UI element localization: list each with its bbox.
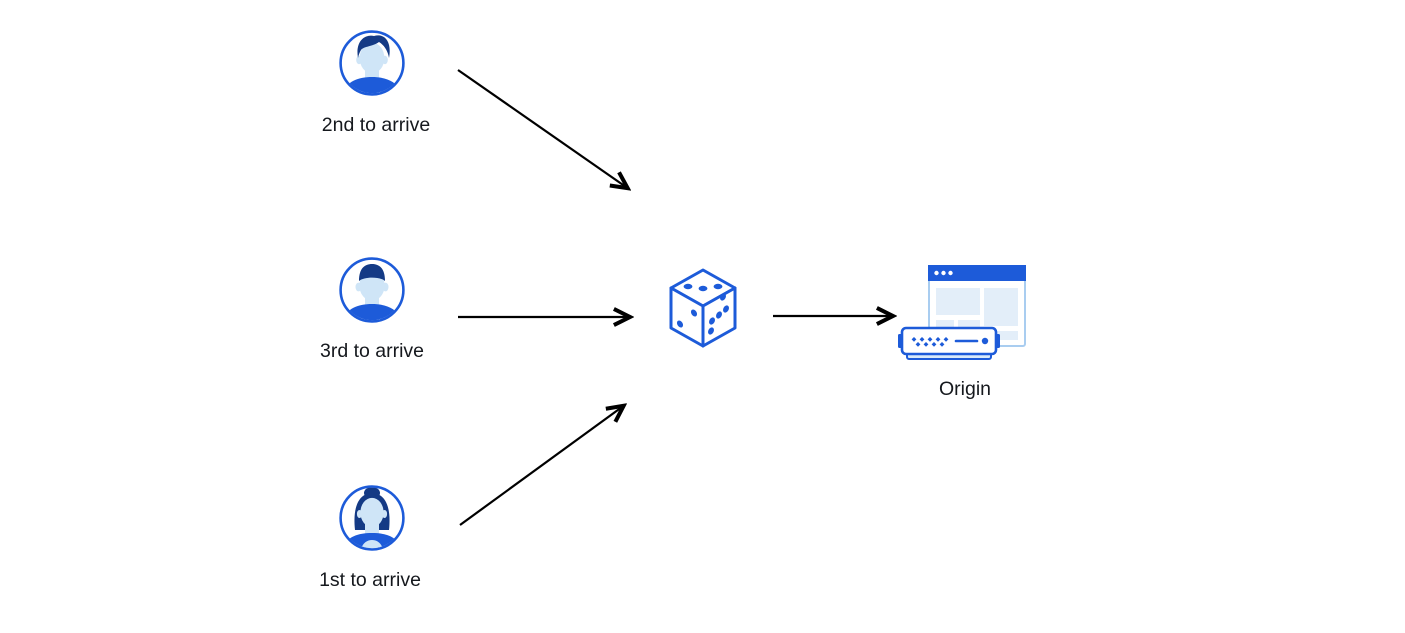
arrow-client2-to-dice (457, 69, 626, 187)
woman-avatar-icon (339, 485, 405, 551)
client-node-first (338, 484, 406, 552)
client-node-second (338, 29, 406, 97)
arrow-client1-to-dice (459, 407, 622, 526)
client-third-label: 3rd to arrive (319, 340, 425, 362)
server-icon (898, 326, 1000, 360)
dice-node (667, 267, 739, 349)
dice-icon (669, 268, 737, 348)
man-avatar-icon (339, 257, 405, 323)
origin-node (898, 262, 1028, 362)
client-node-third (338, 256, 406, 324)
client-second-label: 2nd to arrive (321, 114, 431, 136)
origin-label: Origin (938, 378, 992, 400)
server-texture (911, 337, 949, 347)
origin-server-icon (898, 265, 1026, 360)
client-first-label: 1st to arrive (319, 569, 421, 591)
man-avatar-icon (339, 30, 405, 96)
server-led (981, 337, 989, 345)
